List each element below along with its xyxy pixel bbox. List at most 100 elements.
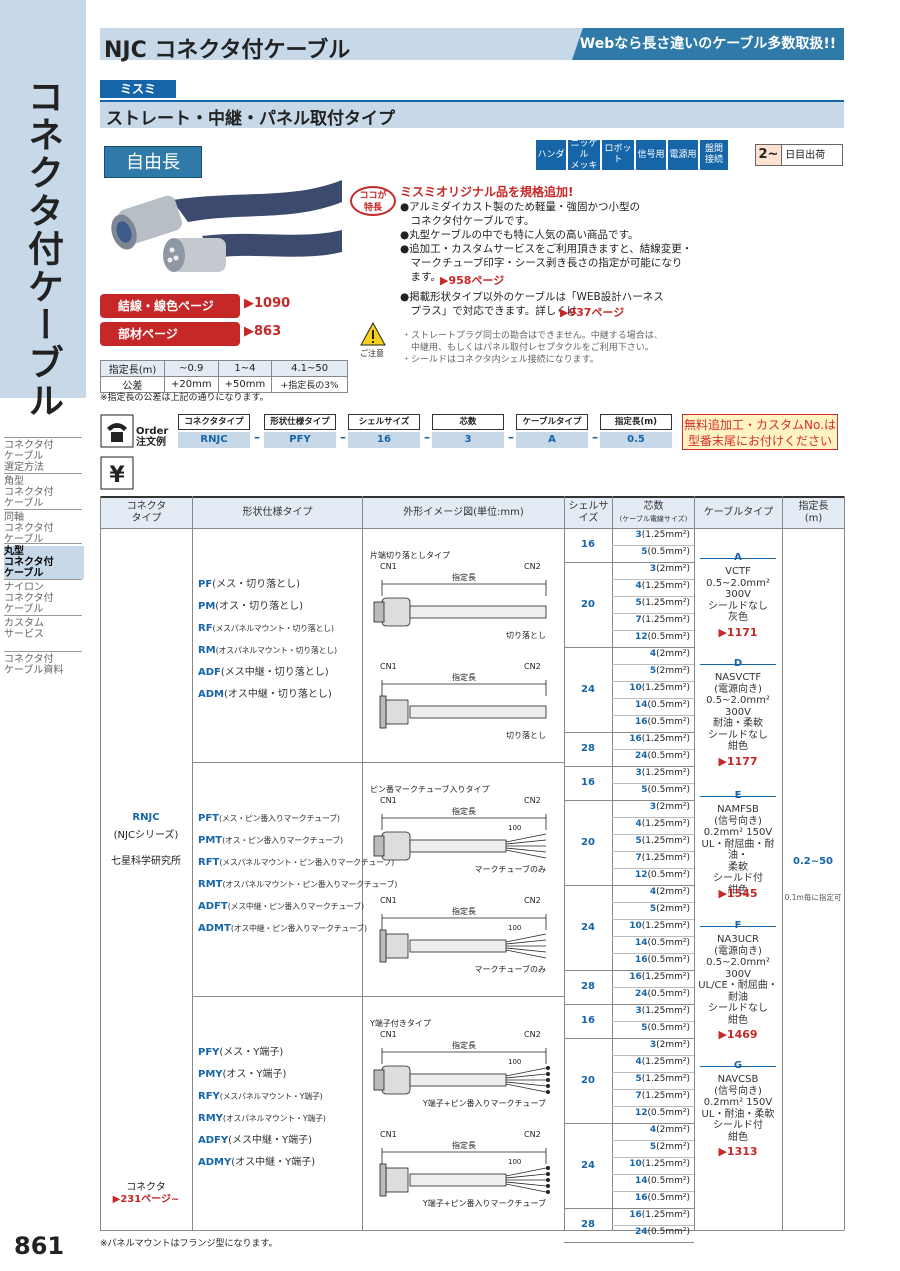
type-row: ADFT(メス中継・ピン番入りマークチューブ)	[198, 900, 364, 914]
core-row-divider	[612, 1021, 694, 1022]
core-row: 16(1.25mm²)	[612, 1210, 694, 1220]
core-count: 12	[634, 632, 648, 642]
free-length-badge: 自由長	[104, 146, 202, 178]
cable-type-rule	[700, 796, 776, 797]
figure-bottom-label: マークチューブのみ	[474, 965, 546, 974]
feature-ref-937[interactable]: ▶937ページ	[560, 306, 625, 319]
core-row: 4(1.25mm²)	[612, 1057, 694, 1067]
wire-color-page-link[interactable]: ▶1090	[244, 296, 291, 311]
wire-size: (1.25mm²)	[641, 972, 690, 982]
side-nav-item[interactable]: ナイロン コネクタ付 ケーブル	[4, 582, 54, 615]
core-count: 12	[634, 1108, 648, 1118]
shell-size: 16	[581, 1015, 595, 1026]
shell-divider	[564, 732, 694, 733]
type-row: PM(オス・切り落とし)	[198, 600, 362, 614]
order-field-header: 指定長(m)	[600, 414, 672, 430]
core-count: 10	[629, 683, 642, 693]
cn2-label: CN2	[524, 796, 541, 805]
wire-size: (1.25mm²)	[641, 598, 690, 608]
order-separator: –	[424, 430, 430, 444]
type-code: RMT	[198, 879, 223, 890]
wire-size: (0.5mm²)	[647, 751, 690, 761]
cable-page-link[interactable]: ▶1545	[718, 886, 758, 900]
side-nav-divider	[4, 615, 82, 616]
order-separator: –	[254, 430, 260, 444]
wire-size: (2mm²)	[656, 564, 690, 574]
warning-icon	[360, 322, 386, 346]
order-field-header: 芯数	[432, 414, 504, 430]
core-row: 5(0.5mm²)	[612, 547, 694, 557]
tag-nickel-plating: ニッケル メッキ	[568, 139, 600, 171]
length-label: 指定長	[452, 1041, 476, 1050]
wire-size: (1.25mm²)	[641, 1159, 690, 1169]
cable-page-link[interactable]: ▶1313	[718, 1145, 758, 1158]
side-nav-item[interactable]: コネクタ付 ケーブル 選定方法	[4, 440, 54, 473]
feature-ref-958[interactable]: ▶958ページ	[440, 274, 505, 287]
core-row-divider	[612, 1191, 694, 1192]
core-count: 5	[649, 666, 657, 676]
type-code: PMT	[198, 835, 223, 846]
order-field-value: 16	[348, 432, 420, 448]
shell-size: 28	[581, 743, 595, 754]
core-count: 24	[634, 1227, 648, 1237]
shell-divider	[564, 1242, 694, 1243]
brand-label: ミスミ	[100, 80, 176, 98]
cable-page-link[interactable]: ▶1177	[718, 754, 758, 768]
dimension-label: 100	[508, 924, 522, 932]
core-row-divider	[612, 936, 694, 937]
wire-size: (2mm²)	[656, 887, 690, 897]
web-banner[interactable]: Webなら長さ違いのケーブル多数取扱!!	[572, 28, 844, 60]
connector-figure	[373, 580, 547, 627]
tolerance-header: ~0.9	[164, 360, 219, 377]
side-nav-item[interactable]: 丸型 コネクタ付 ケーブル	[4, 546, 84, 579]
tag-signal: 信号用	[636, 140, 666, 170]
side-nav-item[interactable]: コネクタ付 ケーブル資料	[4, 654, 64, 676]
type-desc: (オスパネルマウント・Y端子)	[222, 1114, 326, 1123]
table-bottom-border	[100, 1230, 844, 1231]
cable-page-link[interactable]: ▶1171	[718, 625, 758, 639]
wire-size: (1.25mm²)	[641, 836, 690, 846]
type-row: ADF(メス中継・切り落とし)	[198, 666, 362, 680]
wire-size: (2mm²)	[656, 1142, 690, 1152]
side-nav-item[interactable]: 同軸 コネクタ付 ケーブル	[4, 512, 54, 545]
core-count: 4	[635, 819, 642, 829]
side-nav-item[interactable]: カスタム サービス	[4, 618, 44, 640]
core-row: 7(1.25mm²)	[612, 1091, 694, 1101]
core-row: 5(1.25mm²)	[612, 1074, 694, 1084]
type-desc: (メス・ピン番入りマークチューブ)	[218, 814, 340, 823]
subtitle-bar	[100, 100, 844, 128]
wire-size: (1.25mm²)	[641, 1210, 690, 1220]
core-count: 4	[649, 1125, 657, 1135]
cable-page-link[interactable]: ▶1469	[718, 1028, 758, 1041]
side-nav-item[interactable]: 角型 コネクタ付 ケーブル	[4, 476, 54, 509]
parts-page-link[interactable]: ▶863	[244, 324, 282, 339]
connector-figure	[373, 814, 547, 861]
parts-page-label: 部材ページ	[100, 322, 240, 346]
core-count: 7	[635, 1091, 642, 1101]
core-row-divider	[612, 834, 694, 835]
type-row: RMY(オスパネルマウント・Y端子)	[198, 1112, 362, 1126]
core-count: 10	[629, 921, 642, 931]
type-code: ADFT	[198, 901, 228, 912]
core-row: 4(2mm²)	[612, 1125, 694, 1135]
wire-size: (0.5mm²)	[647, 632, 690, 642]
type-desc: (オス・ピン番入りマークチューブ)	[222, 836, 343, 845]
type-desc: (メスパネルマウント・ピン番入りマークチューブ)	[219, 858, 394, 867]
cable-type-code: G	[694, 1060, 782, 1071]
wire-size: (0.5mm²)	[647, 547, 690, 557]
core-row: 7(1.25mm²)	[612, 853, 694, 863]
wire-size: (2mm²)	[656, 649, 690, 659]
type-row: ADMY(オス中継・Y端子)	[198, 1156, 362, 1170]
core-count: 3	[649, 802, 657, 812]
type-code: RM	[198, 645, 216, 656]
connector-figure	[373, 1048, 550, 1095]
type-desc: (メス中継・ピン番入りマークチューブ)	[227, 902, 364, 911]
wire-size: (0.5mm²)	[647, 938, 690, 948]
connector-page-link[interactable]: ▶231ページ~	[112, 1194, 180, 1205]
core-row: 3(2mm²)	[612, 802, 694, 812]
core-count: 16	[634, 717, 648, 727]
core-row: 16(0.5mm²)	[612, 955, 694, 965]
core-row: 12(0.5mm²)	[612, 870, 694, 880]
core-row-divider	[612, 664, 694, 665]
wire-size: (1.25mm²)	[641, 921, 690, 931]
